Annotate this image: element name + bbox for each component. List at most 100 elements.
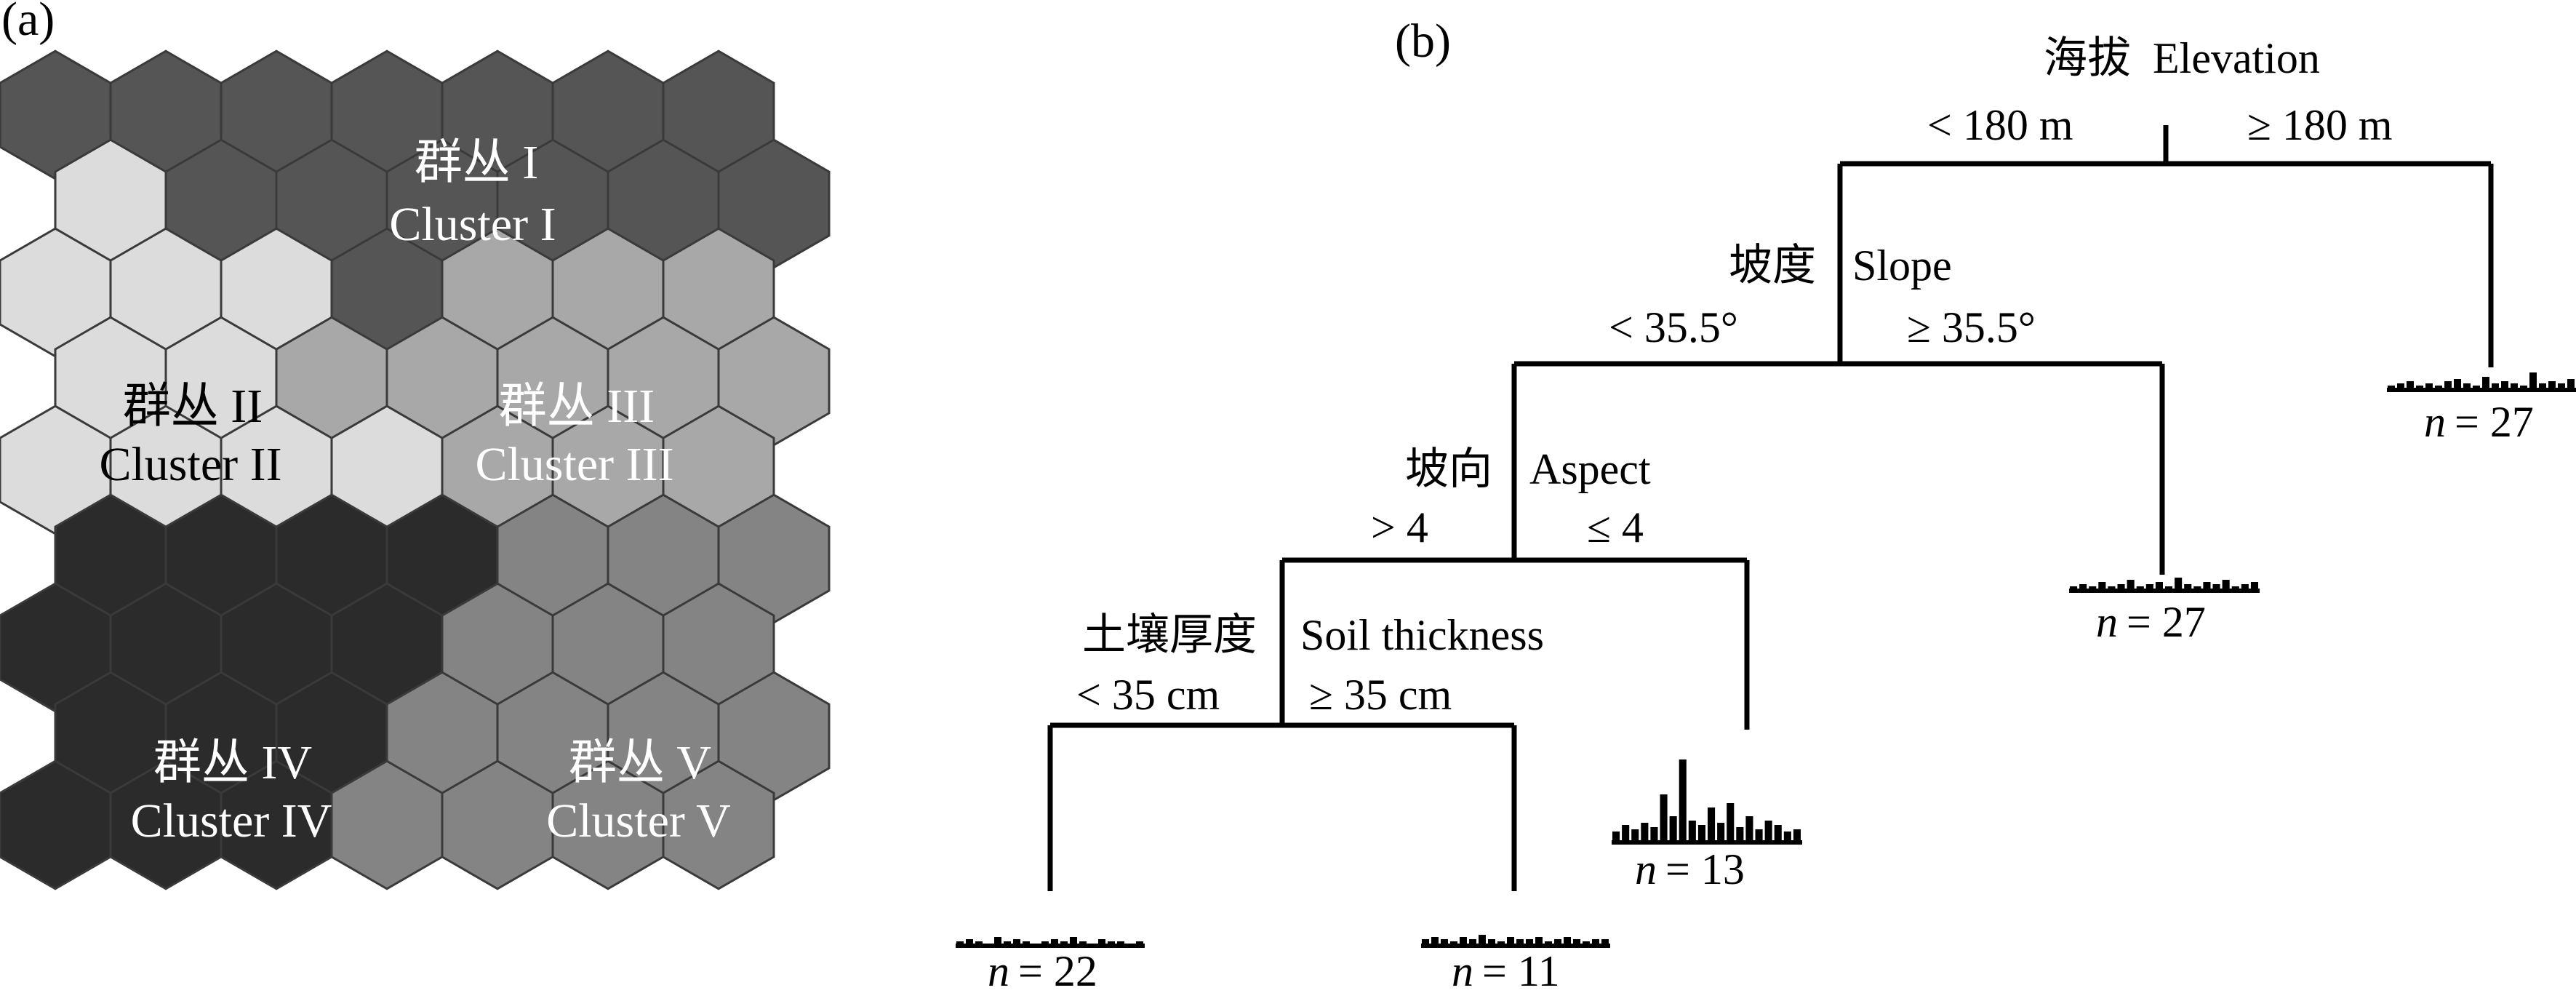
histogram-bar: [2416, 386, 2423, 390]
histogram-bar: [1660, 794, 1668, 842]
histogram-bar: [2117, 584, 2125, 591]
histogram-bar: [2397, 383, 2404, 390]
tree-edge-soil: [1047, 722, 1517, 891]
histogram-bar: [1060, 941, 1068, 946]
histogram-bar: [2175, 578, 2183, 591]
histogram-bar: [2407, 381, 2414, 390]
histogram-bar: [2482, 377, 2489, 390]
histogram-bar: [1727, 803, 1735, 842]
histogram-bar: [1136, 941, 1143, 946]
histogram-bar: [1079, 941, 1087, 946]
histogram-bar: [2241, 584, 2249, 591]
histogram-bar: [1622, 825, 1630, 842]
histogram-bar: [1697, 825, 1705, 842]
histogram-bar: [1745, 816, 1753, 842]
histogram-bar: [966, 939, 973, 946]
cluster-V-cn: 群丛 V: [569, 736, 711, 789]
histogram-bar: [1497, 941, 1505, 946]
histogram-bar: [2473, 386, 2480, 390]
histogram-bar: [1127, 944, 1134, 946]
histogram-bar: [1431, 937, 1439, 946]
histogram-bar: [2184, 584, 2192, 591]
histogram-bar: [1488, 939, 1495, 946]
histogram-bar: [1592, 939, 1599, 946]
histogram-bar: [2444, 381, 2452, 390]
cluster-label-V: 群丛 V Cluster V: [546, 736, 731, 848]
cluster-III-cn: 群丛 III: [499, 380, 655, 433]
histogram-bar: [1051, 939, 1058, 946]
histogram-bar: [2222, 580, 2230, 591]
leaf-1-n: n= 22: [988, 947, 1097, 995]
histogram-bar: [2425, 383, 2433, 390]
histogram-bar: [1554, 939, 1561, 946]
histogram-bar: [1023, 941, 1030, 946]
histogram-bar: [1573, 939, 1580, 946]
histogram-bar: [1612, 831, 1620, 842]
split-slope-right: ≥ 35.5°: [1907, 303, 2036, 351]
histogram-bar: [1098, 939, 1105, 946]
split-aspect-left: > 4: [1371, 503, 1428, 551]
split-slope-cn: 坡度: [1729, 242, 1816, 290]
histogram-bar: [1469, 939, 1476, 946]
histogram-bar: [2520, 386, 2527, 390]
histogram-bar: [2567, 379, 2575, 390]
histogram-bar: [1679, 759, 1687, 842]
split-soil-cn: 土壤厚度: [1082, 611, 1257, 659]
histogram-bar: [1070, 937, 1077, 946]
histogram-bar: [2155, 582, 2163, 591]
split-soil-thickness: 土壤厚度 Soil thickness < 35 cm ≥ 35 cm: [1076, 611, 1544, 719]
panel-a-label: (a): [1, 0, 55, 46]
histogram-bar: [985, 944, 992, 946]
split-slope: 坡度 Slope < 35.5° ≥ 35.5°: [1609, 242, 2036, 351]
histogram-bar: [2079, 584, 2087, 591]
panel-b-label: (b): [1395, 15, 1451, 68]
histogram-bar: [2203, 582, 2211, 591]
histogram-bar: [1650, 827, 1658, 842]
split-aspect-cn: 坡向: [1405, 445, 1492, 493]
histogram-bar: [1774, 825, 1782, 842]
histogram-bar: [2539, 383, 2546, 390]
histogram-bar: [2098, 582, 2106, 591]
histogram-bar: [2070, 586, 2078, 591]
histogram-bar: [2250, 582, 2258, 591]
cluster-I-en: Cluster I: [389, 198, 556, 251]
histogram-bar: [2463, 383, 2471, 390]
cluster-label-I: 群丛 I Cluster I: [389, 136, 556, 251]
histogram-bar: [2388, 386, 2395, 390]
histogram-bar: [2501, 381, 2508, 390]
histogram-bar: [1755, 829, 1763, 842]
histogram-bar: [1688, 821, 1696, 842]
split-slope-left: < 35.5°: [1609, 303, 1738, 351]
histogram-bar: [2558, 383, 2565, 390]
histogram-bar: [1013, 939, 1020, 946]
histogram-bar: [1526, 939, 1533, 946]
split-aspect: 坡向 Aspect > 4 ≤ 4: [1371, 445, 1651, 551]
histogram-bar: [1535, 937, 1543, 946]
split-elevation-en: Elevation: [2153, 34, 2320, 82]
split-elevation-right: ≥ 180 m: [2247, 101, 2393, 149]
histogram-bar: [1601, 939, 1609, 946]
histogram-bar: [1108, 941, 1115, 946]
histogram-bar: [1041, 941, 1049, 946]
tree-edge-aspect: [1279, 557, 1750, 730]
hex-cell: [662, 759, 775, 890]
histogram-bar: [2529, 372, 2537, 390]
cluster-IV-en: Cluster IV: [131, 794, 332, 848]
split-elevation-left: < 180 m: [1927, 101, 2073, 149]
histogram-bar: [1441, 939, 1448, 946]
cluster-label-IV: 群丛 IV Cluster IV: [131, 736, 332, 848]
leaf-histograms: [956, 372, 2576, 948]
histogram-bar: [1669, 816, 1677, 842]
cluster-I-cn: 群丛 I: [415, 136, 538, 189]
histogram-bar: [1516, 939, 1524, 946]
cluster-II-en: Cluster II: [99, 438, 281, 491]
histogram-bar: [1783, 831, 1791, 842]
leaf-4-n: n= 27: [2096, 598, 2206, 646]
histogram-bar: [1545, 941, 1552, 946]
split-elevation: 海拔 Elevation < 180 m ≥ 180 m: [1927, 34, 2393, 149]
histogram-bar: [1004, 941, 1011, 946]
histogram-bar: [975, 941, 983, 946]
histogram-bar: [1583, 941, 1590, 946]
histogram-bar: [2435, 386, 2442, 390]
histogram-bar: [1717, 823, 1725, 842]
